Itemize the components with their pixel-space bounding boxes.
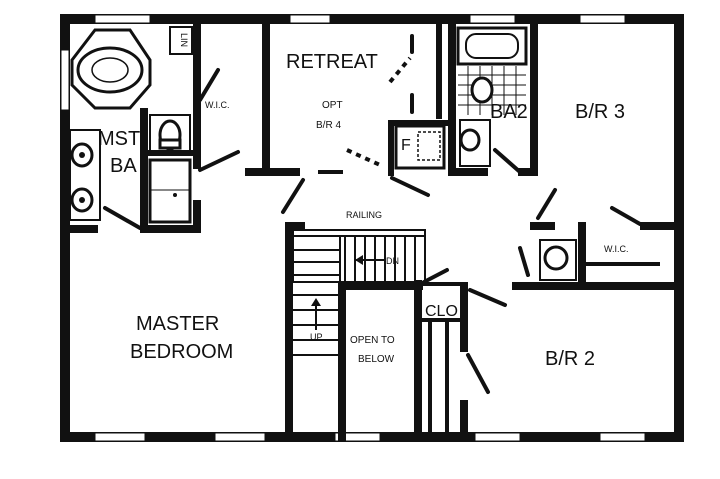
master-sinks xyxy=(69,129,101,221)
room-labels: RETREAT OPT B/R 4 MST BA W.I.C. LIN BA2 … xyxy=(98,33,629,370)
stair-dn-label: DN xyxy=(386,256,399,266)
staircase xyxy=(292,229,426,360)
fireplace xyxy=(394,124,446,170)
stair-up-label: UP xyxy=(310,332,323,342)
clo-label: CLO xyxy=(425,303,458,320)
doors xyxy=(103,34,642,394)
wic-master-label: W.I.C. xyxy=(205,100,230,110)
br3-label: B/R 3 xyxy=(575,101,625,123)
master-toilet xyxy=(149,114,191,154)
fireplace-label: F xyxy=(401,137,411,154)
lin-label: LIN xyxy=(179,33,189,47)
retreat-label: RETREAT xyxy=(286,51,378,73)
ba2-fixtures xyxy=(456,26,528,167)
mst-label: MST xyxy=(98,128,140,150)
railing-label: RAILING xyxy=(346,210,382,220)
open-to-label: OPEN TO xyxy=(350,335,395,346)
wic-fixture xyxy=(539,239,577,281)
linen-closet xyxy=(169,26,193,55)
wic-br3-label: W.I.C. xyxy=(604,244,629,254)
master-tub xyxy=(70,28,152,110)
master-shower xyxy=(148,158,192,224)
ba-label: BA xyxy=(110,155,137,177)
interior-walls xyxy=(70,24,680,442)
br4-label: B/R 4 xyxy=(316,120,341,131)
opt-label: OPT xyxy=(322,100,343,111)
master-label: MASTER xyxy=(136,313,219,335)
br2-label: B/R 2 xyxy=(545,348,595,370)
bedroom-label: BEDROOM xyxy=(130,341,233,363)
below-label: BELOW xyxy=(358,354,395,365)
windows xyxy=(60,14,646,442)
ba2-label: BA2 xyxy=(490,101,528,123)
